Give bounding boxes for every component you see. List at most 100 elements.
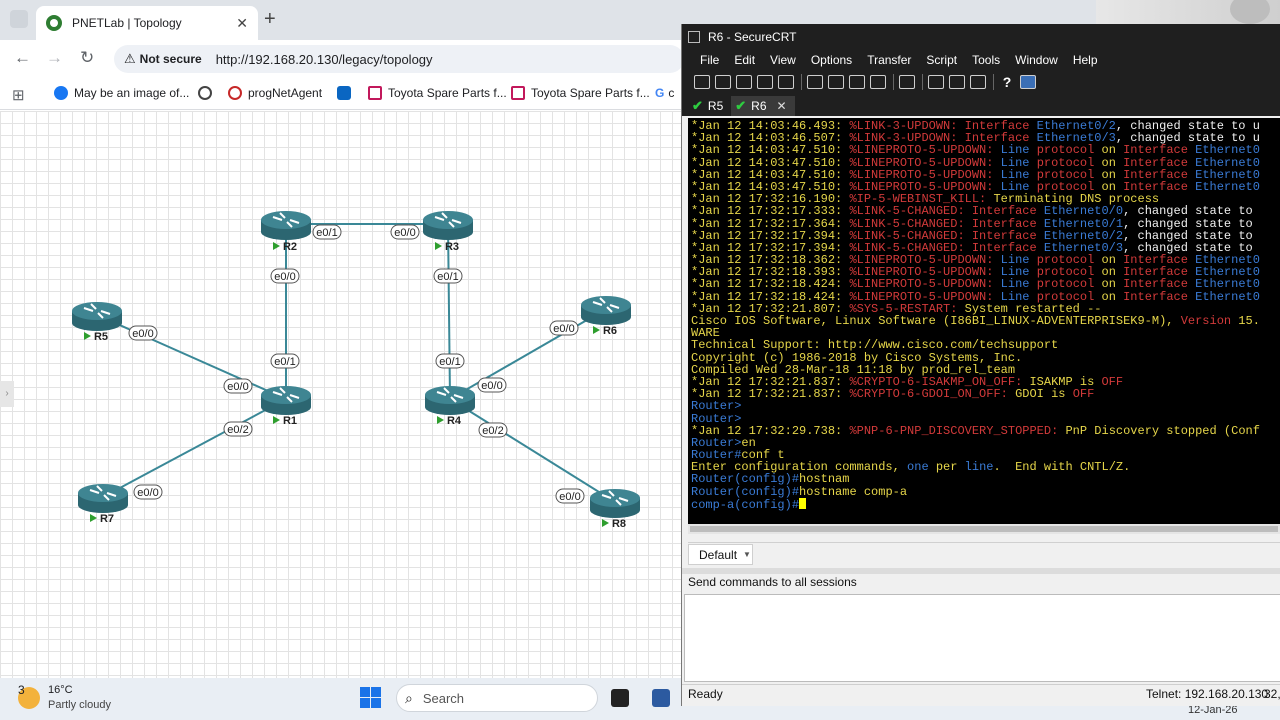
terminal-text: %LINEPROTO-5-UPDOWN: — [849, 265, 1001, 280]
browser-tab[interactable]: PNETLab | Topology ✕ — [36, 6, 258, 40]
terminal-text: on — [1101, 265, 1124, 280]
close-tab-icon[interactable]: ✕ — [236, 14, 248, 31]
terminal-text: Router> — [691, 411, 742, 426]
print-icon[interactable] — [899, 75, 915, 89]
terminal-line: *Jan 12 17:32:21.837: %CRYPTO-6-ISAKMP_O… — [691, 376, 1280, 388]
quick-connect-icon[interactable] — [715, 75, 731, 89]
session-bar — [688, 542, 1280, 568]
network-app-icon[interactable] — [652, 689, 670, 707]
not-secure-label[interactable]: Not secure — [139, 52, 202, 66]
router-r5[interactable]: R5 — [72, 302, 122, 343]
securecrt-title-bar[interactable]: R6 - SecureCRT — [682, 24, 1280, 50]
facebook-icon — [54, 86, 68, 100]
link-r3-r4[interactable] — [447, 223, 451, 400]
router-r3[interactable]: R3 — [423, 211, 473, 253]
menu-file[interactable]: File — [700, 53, 720, 67]
terminal-text: PnP Discovery stopped (Conf — [1065, 423, 1260, 438]
terminal-text: *Jan 12 17:32:18.424: — [691, 289, 850, 304]
pnetlab-favicon-icon — [46, 15, 62, 31]
keymap-icon[interactable] — [949, 75, 965, 89]
session-tab-r6[interactable]: ✔R6✕ — [731, 96, 795, 116]
menu-transfer[interactable]: Transfer — [867, 53, 912, 67]
copy-icon[interactable] — [807, 75, 823, 89]
router-name: R1 — [283, 415, 297, 427]
terminal-text: *Jan 12 14:03:47.510: — [691, 155, 850, 170]
terminal-text: %LINEPROTO-5-UPDOWN: — [849, 143, 1001, 158]
pane-divider[interactable] — [682, 568, 1280, 574]
reconnect-icon[interactable] — [757, 75, 773, 89]
menu-help[interactable]: Help — [1072, 53, 1098, 67]
url-text[interactable]: http://192.168.20.130/legacy/topology — [215, 51, 433, 67]
terminal-text: *Jan 12 14:03:47.510: — [691, 179, 850, 194]
notification-badge: 3 — [18, 683, 25, 697]
tab-search-button[interactable] — [10, 10, 28, 28]
play-status-icon — [437, 416, 444, 424]
apps-grid-icon[interactable]: ⊞ — [12, 87, 25, 104]
bookmark-item[interactable]: Toyota Spare Parts f... — [368, 86, 507, 100]
interface-label: e0/0 — [549, 320, 579, 336]
connect-tab-icon[interactable] — [736, 75, 752, 89]
paste-icon[interactable] — [828, 75, 844, 89]
terminal-cursor — [799, 497, 807, 509]
new-tab-button[interactable]: + — [264, 8, 276, 30]
link-r4-r6[interactable] — [449, 308, 607, 400]
reload-icon[interactable]: ↻ — [80, 48, 95, 67]
scrollbar-thumb[interactable] — [690, 526, 1278, 532]
terminal-output[interactable]: *Jan 12 14:03:46.493: %LINK-3-UPDOWN: In… — [688, 118, 1280, 532]
bookmark-item[interactable] — [198, 86, 218, 100]
terminal-text: , changed state to u — [1115, 119, 1260, 133]
menu-window[interactable]: Window — [1015, 53, 1058, 67]
menu-view[interactable]: View — [770, 53, 796, 67]
copy-paste-icon[interactable] — [849, 75, 865, 89]
interface-label-text: e0/0 — [553, 323, 574, 335]
address-bar[interactable]: ⚠ Not secure http://192.168.20.130/legac… — [114, 45, 684, 73]
close-tab-icon[interactable]: ✕ — [776, 99, 787, 113]
weather-widget[interactable]: 16°C Partly cloudy — [18, 683, 111, 713]
interface-label: e0/0 — [133, 484, 163, 500]
disconnect-icon[interactable] — [778, 75, 794, 89]
back-arrow-icon[interactable]: ← — [14, 48, 31, 67]
session-dropdown[interactable]: Default ▼ — [688, 544, 753, 565]
connected-check-icon: ✔ — [692, 98, 703, 113]
terminal-line: Compiled Wed 28-Mar-18 11:18 by prod_rel… — [691, 364, 1280, 376]
menu-tools[interactable]: Tools — [972, 53, 1001, 67]
connect-icon[interactable] — [694, 75, 710, 89]
router-arrows-icon — [436, 387, 464, 403]
link-r5-r1[interactable] — [96, 314, 287, 400]
router-r8[interactable]: R8 — [590, 489, 640, 530]
taskbar-search[interactable]: ⌕ Search — [396, 684, 598, 712]
bookmark-item[interactable]: progNetAgent — [228, 86, 322, 100]
router-r4[interactable]: R4 — [425, 386, 475, 427]
task-view-icon[interactable] — [611, 689, 629, 707]
router-r1[interactable]: R1 — [261, 386, 311, 427]
map-icon[interactable] — [1020, 75, 1036, 89]
sftp-icon[interactable] — [970, 75, 986, 89]
session-tab-r5[interactable]: ✔R5 — [688, 96, 731, 116]
topology-canvas[interactable] — [0, 111, 682, 678]
terminal-text: Line — [1000, 253, 1037, 268]
sidebar-toggle-icon[interactable]: › — [0, 381, 14, 407]
terminal-text: Interface — [1123, 277, 1196, 292]
terminal-horizontal-scrollbar[interactable] — [688, 524, 1280, 534]
settings-gear-icon[interactable] — [928, 75, 944, 89]
bookmark-item[interactable]: May be an image of... — [54, 86, 189, 100]
bookmark-item[interactable] — [337, 86, 357, 100]
help-icon[interactable]: ? — [1002, 74, 1012, 90]
router-r7[interactable]: R7 — [78, 484, 128, 525]
windows-start-icon[interactable] — [360, 687, 381, 708]
bookmark-item[interactable]: Toyota Spare Parts f... — [511, 86, 650, 100]
router-r6[interactable]: R6 — [581, 296, 631, 337]
send-commands-input[interactable] — [684, 594, 1280, 682]
terminal-text: Ethernet0 — [1195, 277, 1260, 292]
link-r1-r7[interactable] — [102, 398, 287, 498]
globe-icon — [198, 86, 212, 100]
menu-options[interactable]: Options — [810, 53, 853, 67]
link-r4-r8[interactable] — [449, 398, 616, 503]
router-r2[interactable]: R2 — [261, 211, 311, 253]
router-arrows-icon — [592, 297, 620, 313]
forward-arrow-icon[interactable]: → — [46, 48, 63, 67]
menu-script[interactable]: Script — [926, 53, 958, 67]
find-icon[interactable] — [870, 75, 886, 89]
menu-edit[interactable]: Edit — [734, 53, 756, 67]
